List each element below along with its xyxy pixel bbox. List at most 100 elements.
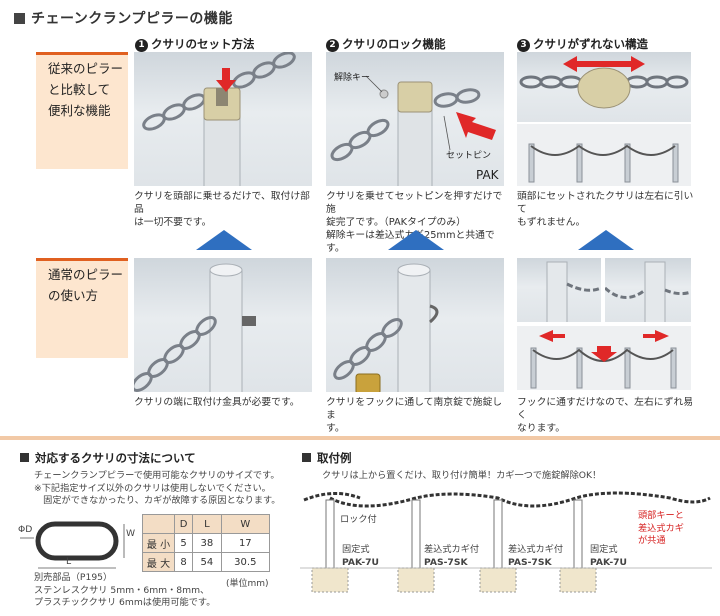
caption-set-method: クサリを頭部に乗せるだけで、取付け部品 は一切不要です。	[134, 190, 314, 229]
text-line: プラスチッククサリ 6mmは使用可能です。	[34, 597, 216, 608]
section-title-dimensions: 対応するクサリの寸法について	[20, 450, 196, 466]
number-badge: 1	[135, 39, 148, 52]
post-type: 固定式	[590, 544, 618, 555]
table-header-row: D L W	[142, 514, 271, 534]
label-line: と比較して	[48, 82, 111, 97]
post-model: PAS-7SK	[508, 556, 552, 568]
caption-line: す。	[326, 423, 345, 434]
caption-line: は一切不要です。	[134, 217, 212, 228]
table-header-cell: W	[220, 514, 271, 534]
caption-hook-padlock: クサリをフックに通して南京錠で施錠しま す。	[326, 396, 510, 435]
table-cell: 最 小	[142, 533, 175, 553]
installation-diagram	[300, 491, 712, 593]
caption-hook-slip: フックに通すだけなので、左右にずれ易く なります。	[517, 396, 697, 435]
table-cell: 30.5	[220, 552, 271, 572]
chain-size-table: D L W 最 小 5 38 17 最 大 8 54 30.5	[142, 514, 271, 572]
text-line: 固定ができなかったり、カギが故障する原因となります。	[34, 495, 281, 506]
label-dimension-d: ΦD	[18, 524, 33, 535]
post-type: 差込式カギ付	[508, 544, 564, 555]
up-arrow-icon	[578, 230, 634, 250]
square-bullet-icon	[14, 13, 25, 24]
photo-chain-line	[517, 124, 691, 186]
label-line: 便利な機能	[48, 103, 111, 118]
up-arrow-icon	[388, 230, 444, 250]
post-label-4: 固定式 PAK-7U	[590, 544, 627, 569]
post-label-1: 固定式 PAK-7U	[342, 544, 379, 569]
photo-end-fitting	[134, 258, 312, 392]
page-title: チェーンクランプピラーの機能	[14, 8, 233, 28]
dimension-description: チェーンクランプピラーで使用可能なクサリのサイズです。 ※下記指定サイズ以外のク…	[34, 470, 304, 508]
number-badge: 2	[326, 39, 339, 52]
label-line: 従来のピラー	[48, 61, 124, 76]
label-band-top	[36, 52, 128, 169]
square-bullet-icon	[20, 453, 29, 462]
text-line: 頭部キーと	[638, 510, 684, 521]
caption-line: もずれません。	[517, 217, 586, 228]
photo-clamp-closeup	[517, 52, 691, 122]
caption-line: クサリの端に取付け金具が必要です。	[134, 397, 300, 408]
table-row: 最 小 5 38 17	[142, 533, 271, 553]
number-badge: 3	[517, 39, 530, 52]
text-line: ※下記指定サイズ以外のクサリは使用しないでください。	[34, 482, 271, 494]
label-band-bottom	[36, 258, 128, 358]
section-divider	[0, 436, 720, 440]
label-set-pin: セットピン	[446, 151, 492, 161]
section-title-install: 取付例	[302, 450, 352, 466]
square-bullet-icon	[302, 453, 311, 462]
post-model: PAS-7SK	[424, 556, 468, 568]
label-model: PAK	[476, 168, 499, 182]
photo-hook-detail-2	[605, 258, 691, 322]
photo-hook-padlock	[326, 258, 504, 392]
chain-line-illustration	[528, 143, 679, 183]
post-label-3: 差込式カギ付 PAS-7SK	[508, 544, 563, 569]
caption-line: クサリを乗せてセットピンを押すだけで施	[326, 191, 503, 215]
table-cell: 最 大	[142, 552, 175, 572]
caption-line: 錠完了です。（PAKタイプのみ）	[326, 217, 466, 228]
key-note: 頭部キーと 差込式カギ が共通	[638, 510, 714, 548]
section-title-text: 対応するクサリの寸法について	[35, 451, 196, 465]
label-dimension-l: L	[66, 556, 72, 567]
post-model: PAK-7U	[590, 556, 627, 568]
photo-hook-detail-1	[517, 258, 601, 322]
caption-line: なります。	[517, 423, 566, 434]
install-subtitle: クサリは上から置くだけ、取り付け簡単！カギ一つで施錠解除OK！	[322, 470, 602, 481]
pillar-chain-illustration	[142, 52, 296, 186]
caption-end-fitting: クサリの端に取付け金具が必要です。	[134, 396, 314, 409]
table-cell: 38	[192, 533, 222, 553]
text-line: 別売部品（P195）	[34, 572, 113, 583]
caption-line: クサリをフックに通して南京錠で施錠しま	[326, 397, 503, 421]
table-cell: 8	[173, 552, 194, 572]
table-unit: (単位mm)	[226, 579, 269, 589]
hook-padlock-illustration	[333, 263, 439, 392]
column-title-text: クサリのロック機能	[342, 37, 446, 51]
photo-chain-set	[134, 52, 312, 186]
table-header-cell: L	[192, 514, 222, 534]
label-line: の使い方	[48, 288, 99, 303]
post-model: PAK-7U	[342, 556, 379, 568]
hook-line-illustration	[530, 330, 677, 389]
column-title-text: クサリがずれない構造	[533, 37, 648, 51]
page-title-text: チェーンクランプピラーの機能	[31, 11, 233, 27]
clamp-closeup-illustration	[519, 56, 689, 109]
label-lock: ロック付	[340, 514, 377, 525]
label-comparison: 従来のピラー と比較して 便利な機能	[48, 58, 123, 121]
table-cell: 5	[173, 533, 194, 553]
hook-detail-illustration	[546, 261, 601, 322]
table-cell: 54	[192, 552, 222, 572]
lock-illustration	[330, 75, 496, 186]
post-type: 固定式	[342, 544, 370, 555]
text-line: が共通	[638, 535, 666, 546]
label-release-key: 解除キー	[334, 73, 371, 83]
table-header-cell: D	[173, 514, 194, 534]
caption-line: フックに通すだけなので、左右にずれ易く	[517, 397, 694, 421]
hook-detail-illustration	[605, 261, 691, 322]
caption-line: クサリを頭部に乗せるだけで、取付け部品	[134, 191, 310, 215]
post-label-2: 差込式カギ付 PAS-7SK	[424, 544, 479, 569]
section-title-text: 取付例	[317, 451, 352, 465]
chain-link-diagram	[20, 521, 125, 569]
post-type: 差込式カギ付	[424, 544, 480, 555]
end-fitting-illustration	[134, 263, 256, 392]
up-arrow-icon	[196, 230, 252, 250]
